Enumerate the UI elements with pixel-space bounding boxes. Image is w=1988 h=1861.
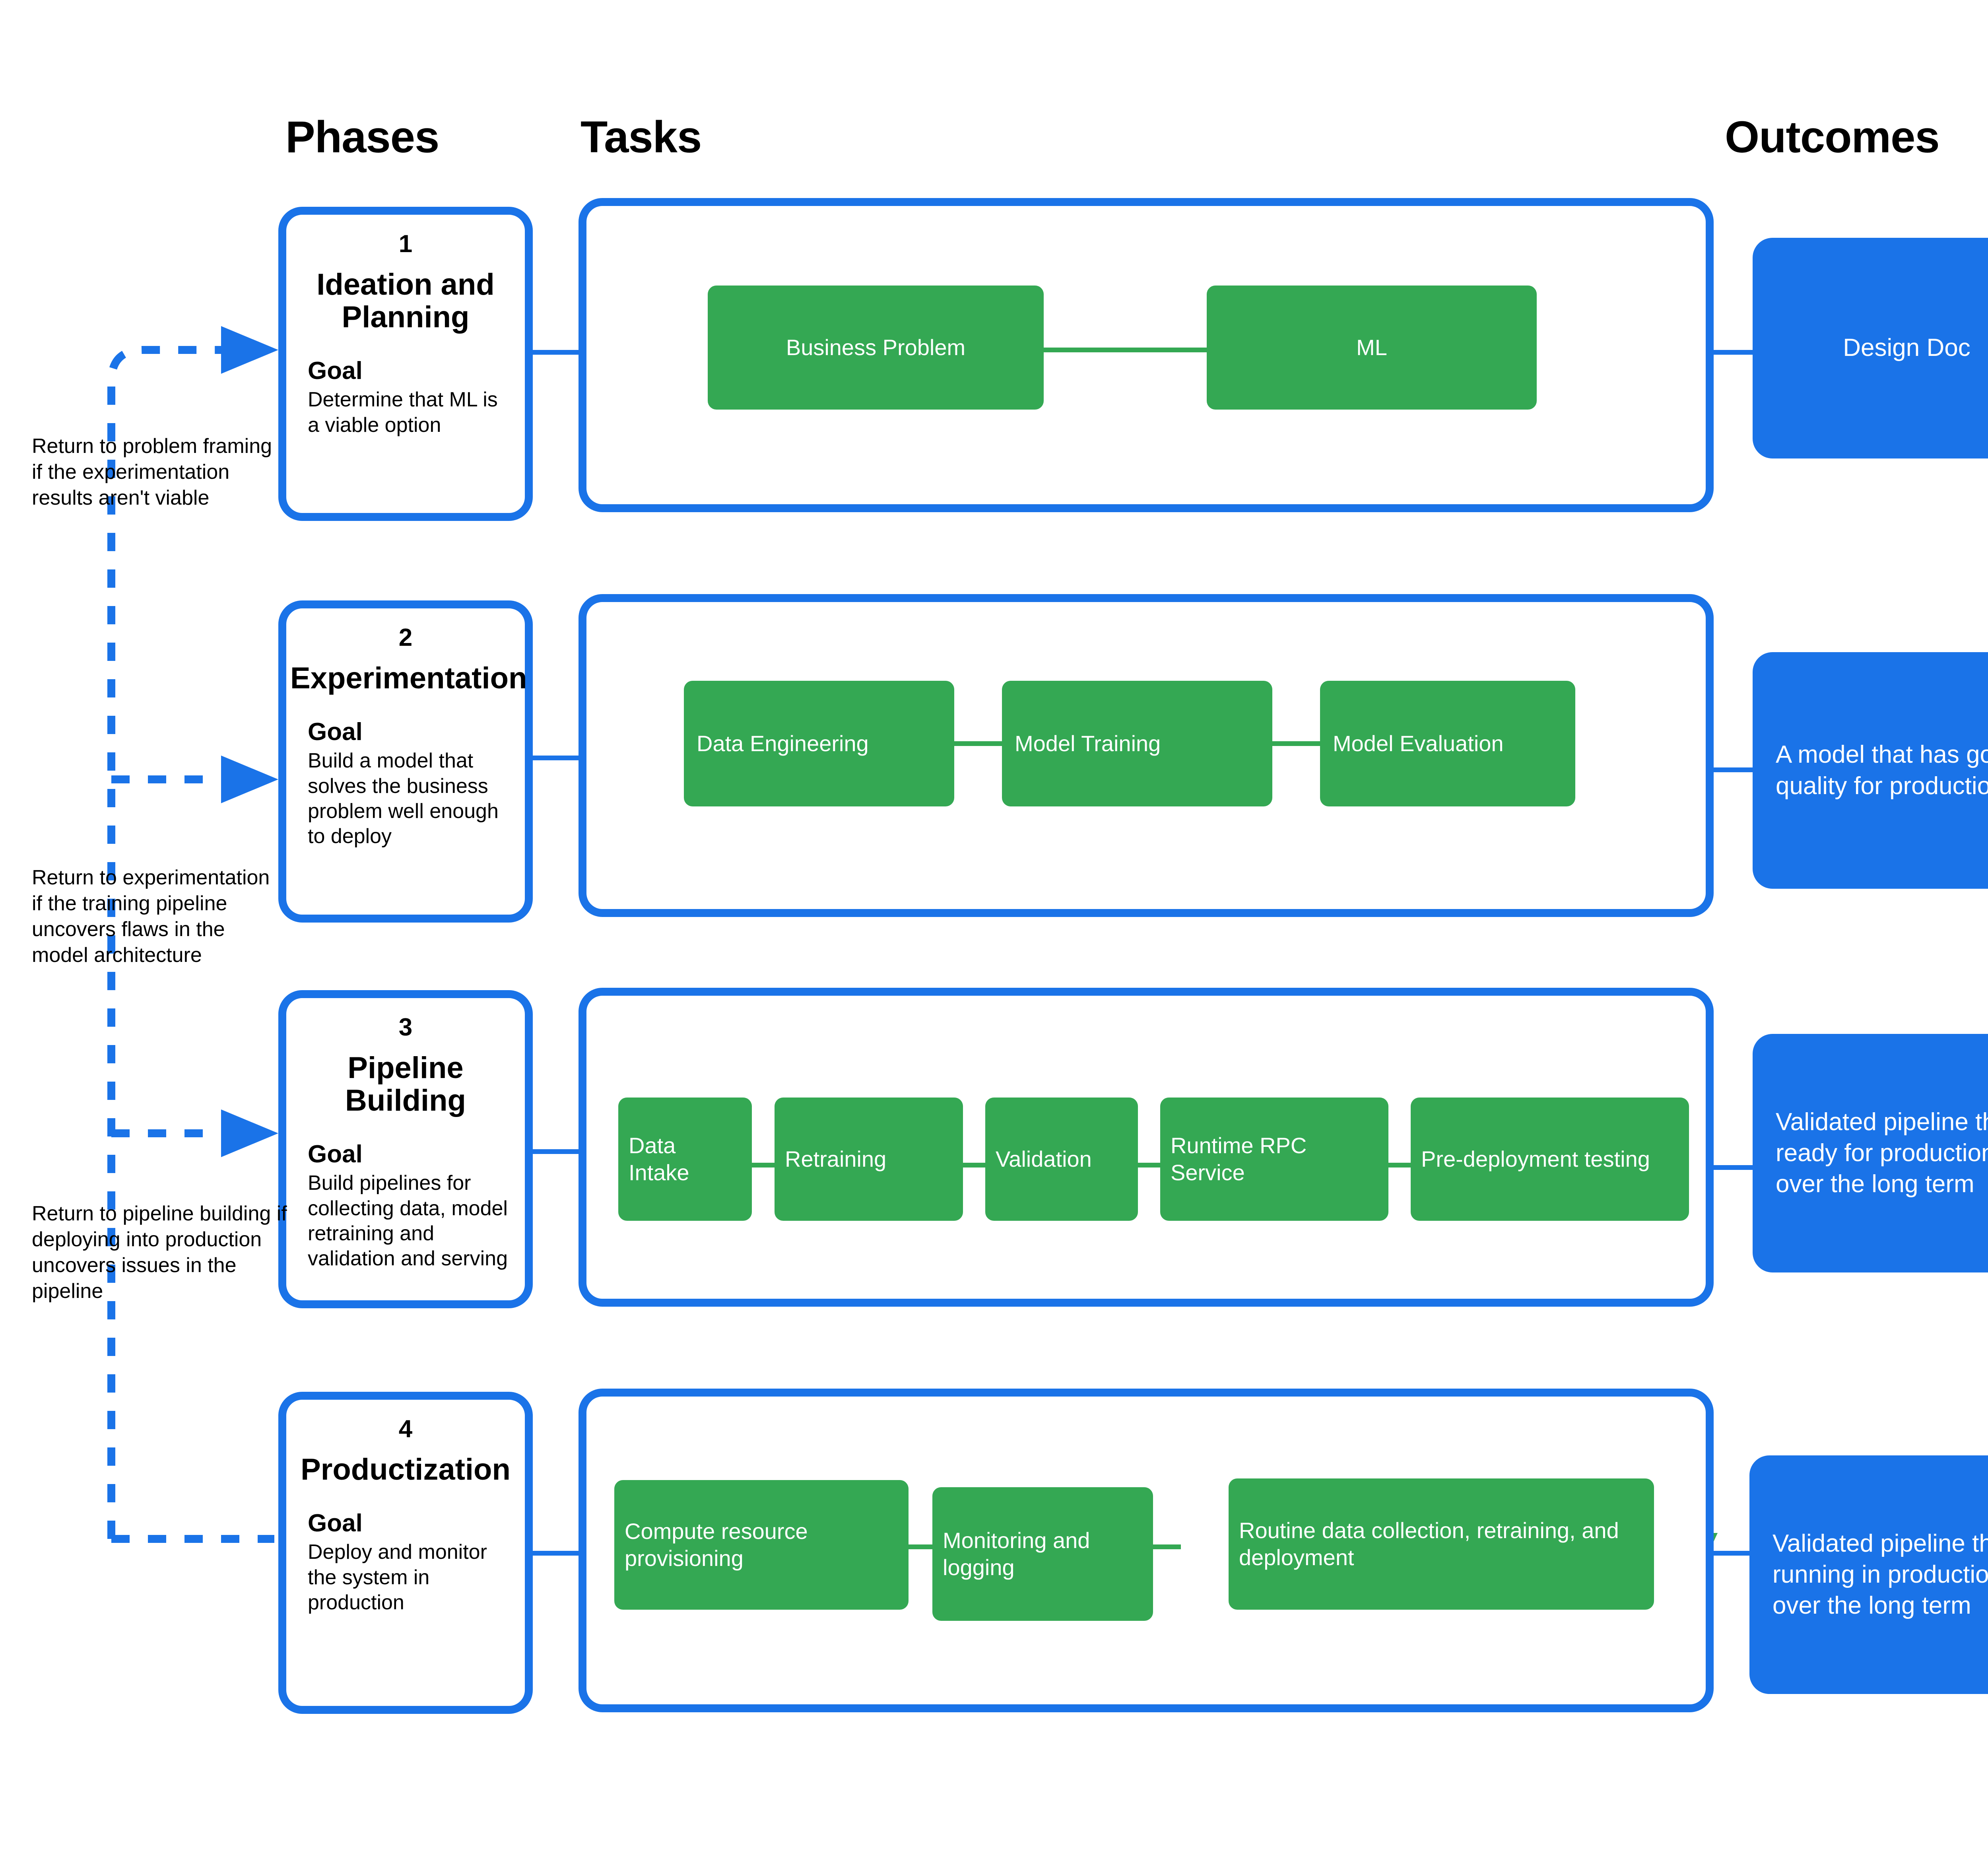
phase-card-2[interactable]: 2 Experimentation Goal Build a model tha…	[278, 600, 533, 923]
phase-goal-text: Deploy and monitor the system in product…	[308, 1540, 487, 1614]
outcome-box-1[interactable]: Design Doc	[1753, 238, 1988, 458]
task-box[interactable]: Routine data collection, retraining, and…	[1229, 1478, 1654, 1610]
task-box[interactable]: Data Intake	[618, 1098, 752, 1221]
task-link-3b	[962, 1163, 986, 1167]
connector-tasks4-outcome	[1710, 1551, 1753, 1556]
phase-card-1[interactable]: 1 Ideation and Planning Goal Determine t…	[278, 207, 533, 521]
connector-phase3-tasks	[529, 1149, 584, 1154]
task-box[interactable]: Retraining	[775, 1098, 963, 1221]
task-box[interactable]: Model Training	[1002, 681, 1272, 806]
task-link-2b	[1272, 741, 1320, 746]
outcome-box-2[interactable]: A model that has good quality for produc…	[1753, 652, 1988, 889]
phase-goal-text: Determine that ML is a viable option	[308, 388, 498, 437]
task-box[interactable]: Model Evaluation	[1320, 681, 1575, 806]
task-box[interactable]: Compute resource provisioning	[614, 1480, 909, 1610]
column-header-outcomes: Outcomes	[1725, 112, 1940, 162]
task-box[interactable]: ML	[1207, 286, 1537, 410]
feedback-arrowhead-1	[221, 326, 278, 374]
task-link-3a	[751, 1163, 775, 1167]
phase-number: 3	[398, 1014, 413, 1041]
task-box[interactable]: Pre-deployment testing	[1411, 1098, 1689, 1221]
connector-phase1-tasks	[529, 350, 584, 355]
task-link-4b	[1153, 1544, 1181, 1549]
phase-goal-label: Goal	[308, 718, 363, 746]
feedback-label-2: Return to experimentation if the trainin…	[32, 866, 270, 967]
task-box[interactable]: Validation	[985, 1098, 1138, 1221]
phase-goal-label: Goal	[308, 1140, 363, 1168]
phase-number: 1	[398, 230, 413, 258]
connector-phase4-tasks	[529, 1551, 584, 1556]
feedback-label-1: Return to problem framing if the experim…	[32, 435, 272, 509]
phase-card-4[interactable]: 4 Productization Goal Deploy and monitor…	[278, 1392, 533, 1714]
phase-goal-label: Goal	[308, 1509, 363, 1537]
task-link-1	[1038, 348, 1213, 352]
phase-goal-label: Goal	[308, 357, 363, 385]
outcome-box-4[interactable]: Validated pipeline that's running in pro…	[1749, 1455, 1988, 1694]
phase-title: Ideation and Planning	[316, 268, 495, 334]
task-box[interactable]: Monitoring and logging	[932, 1487, 1153, 1621]
phase-title: Productization	[301, 1453, 511, 1486]
connector-tasks3-outcome	[1710, 1165, 1753, 1170]
task-box[interactable]: Business Problem	[708, 286, 1044, 410]
outcome-box-3[interactable]: Validated pipeline that's ready for prod…	[1753, 1034, 1988, 1272]
task-box[interactable]: Runtime RPC Service	[1160, 1098, 1388, 1221]
task-link-2a	[954, 741, 1002, 746]
column-header-phases: Phases	[285, 112, 439, 162]
phase-card-3[interactable]: 3 Pipeline Building Goal Build pipelines…	[278, 990, 533, 1308]
task-link-3c	[1137, 1163, 1161, 1167]
task-box[interactable]: Data Engineering	[684, 681, 954, 806]
feedback-arrowhead-3	[221, 1109, 278, 1157]
connector-tasks2-outcome	[1710, 767, 1753, 772]
phase-title: Experimentation	[290, 661, 527, 695]
phase-goal-text: Build pipelines for collecting data, mod…	[308, 1171, 508, 1270]
column-header-tasks: Tasks	[580, 112, 702, 162]
phase-number: 2	[398, 624, 413, 651]
phase-title: Pipeline Building	[345, 1051, 466, 1118]
phase-goal-text: Build a model that solves the business p…	[308, 749, 499, 848]
task-link-4a	[909, 1544, 932, 1549]
feedback-arrowhead-2	[221, 756, 278, 803]
task-link-3d	[1388, 1163, 1411, 1167]
phase-number: 4	[398, 1415, 413, 1443]
feedback-label-3: Return to pipeline building if deploying…	[32, 1202, 287, 1303]
connector-tasks1-outcome	[1710, 350, 1753, 355]
connector-phase2-tasks	[529, 756, 584, 760]
